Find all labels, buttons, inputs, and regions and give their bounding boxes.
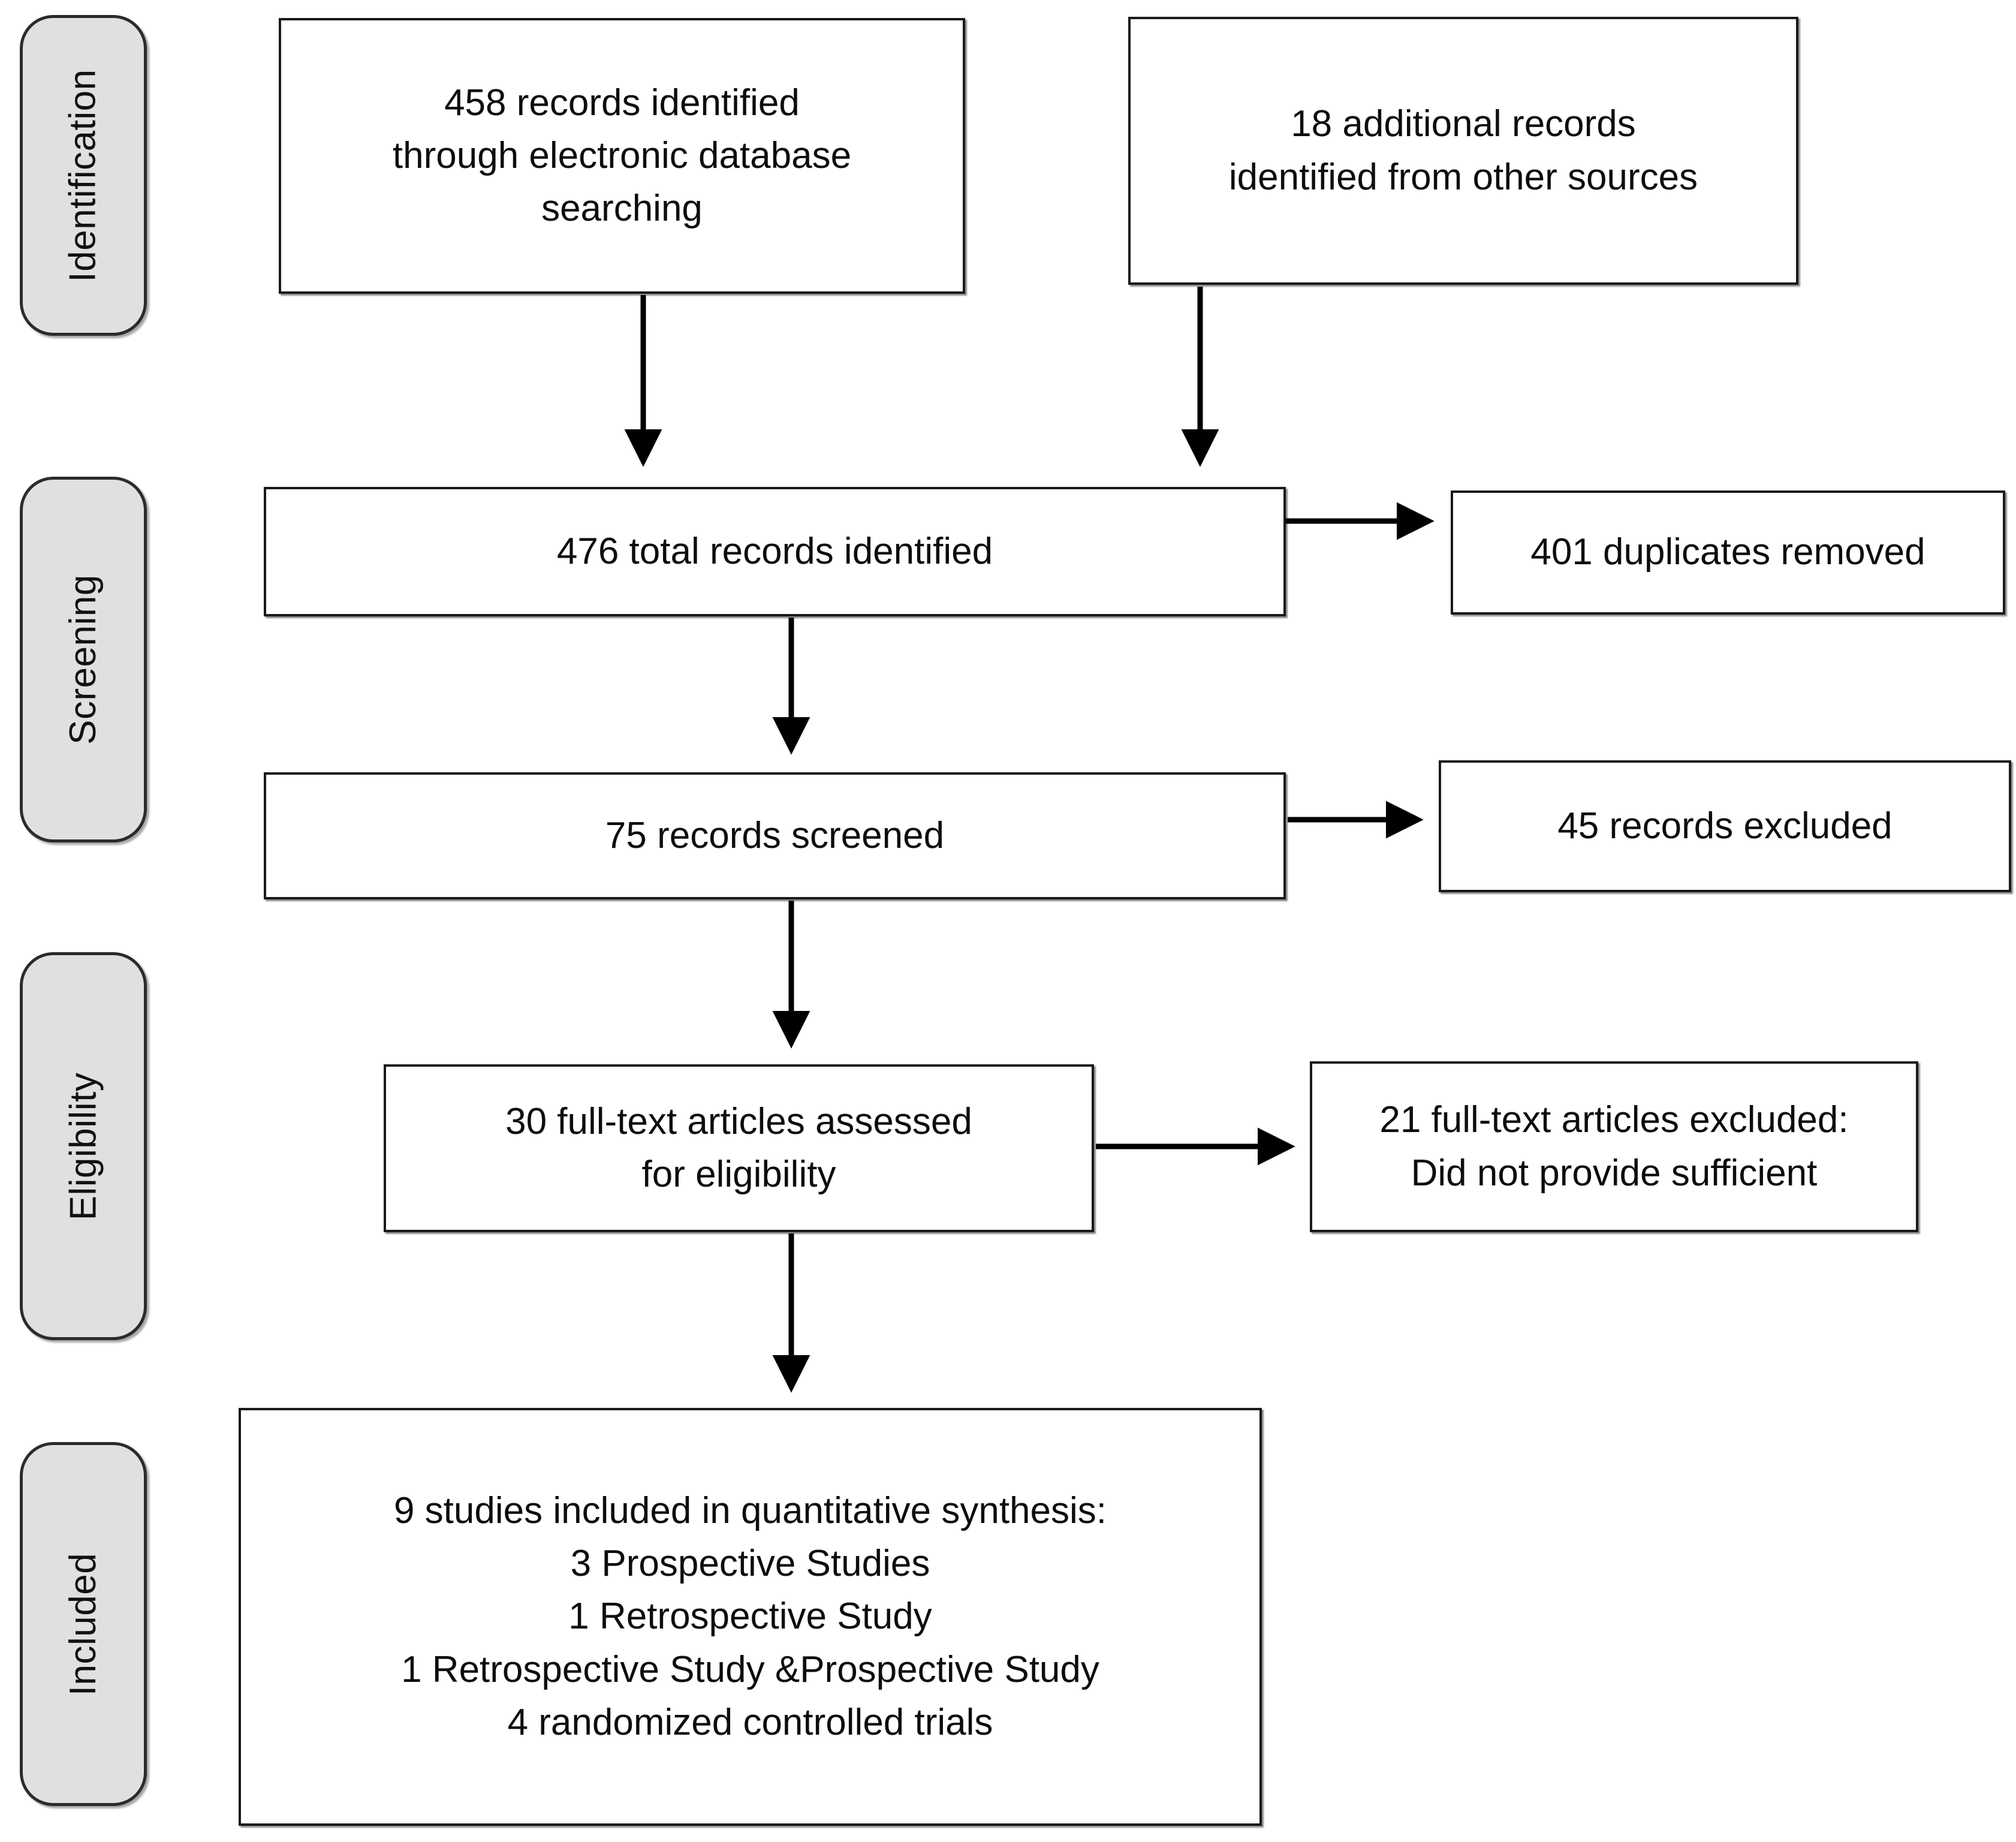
box-line: 3 Prospective Studies — [570, 1543, 930, 1585]
box-line: 9 studies included in quantitative synth… — [393, 1490, 1107, 1532]
box-duplicates-removed: 401 duplicates removed — [1451, 490, 2005, 615]
box-records-screened: 75 records screened — [264, 772, 1286, 899]
stage-label-included: Included — [62, 1552, 104, 1696]
box-line: identified from other sources — [1228, 156, 1698, 198]
box-line: 458 records identified — [444, 82, 800, 124]
stage-label-identification: Identification — [62, 68, 104, 282]
box-line: 21 full-text articles excluded: — [1379, 1099, 1849, 1141]
box-line: Did not provide sufficient — [1411, 1152, 1818, 1194]
stage-label-eligibility: Eligibility — [62, 1072, 104, 1220]
box-line: 4 randomized controlled trials — [507, 1701, 993, 1743]
box-line: 75 records screened — [605, 814, 945, 856]
stage-tab-eligibility: Eligibility — [20, 952, 147, 1340]
box-line: 30 full-text articles assessed — [505, 1100, 972, 1142]
box-records-identified-other-sources: 18 additional records identified from ot… — [1128, 17, 1798, 285]
box-records-excluded: 45 records excluded — [1439, 760, 2011, 892]
box-full-text-assessed: 30 full-text articles assessed for eligi… — [384, 1064, 1094, 1232]
box-line: 18 additional records — [1291, 103, 1636, 145]
stage-tab-included: Included — [20, 1442, 147, 1806]
box-line: 1 Retrospective Study — [568, 1596, 932, 1638]
box-line: for eligibility — [641, 1154, 836, 1195]
box-line: 476 total records identified — [556, 530, 993, 572]
box-line: 1 Retrospective Study &Prospective Study — [401, 1648, 1099, 1690]
box-records-identified-database: 458 records identified through electroni… — [279, 18, 965, 294]
box-line: searching — [541, 188, 703, 230]
box-total-records-identified: 476 total records identified — [264, 487, 1286, 616]
box-full-text-excluded: 21 full-text articles excluded: Did not … — [1310, 1061, 1918, 1232]
box-line: 45 records excluded — [1557, 805, 1893, 847]
box-studies-included: 9 studies included in quantitative synth… — [239, 1408, 1262, 1826]
box-line: 401 duplicates removed — [1530, 531, 1925, 573]
stage-tab-screening: Screening — [20, 477, 147, 842]
stage-label-screening: Screening — [62, 574, 104, 745]
box-line: through electronic database — [392, 134, 852, 176]
stage-tab-identification: Identification — [20, 15, 147, 336]
